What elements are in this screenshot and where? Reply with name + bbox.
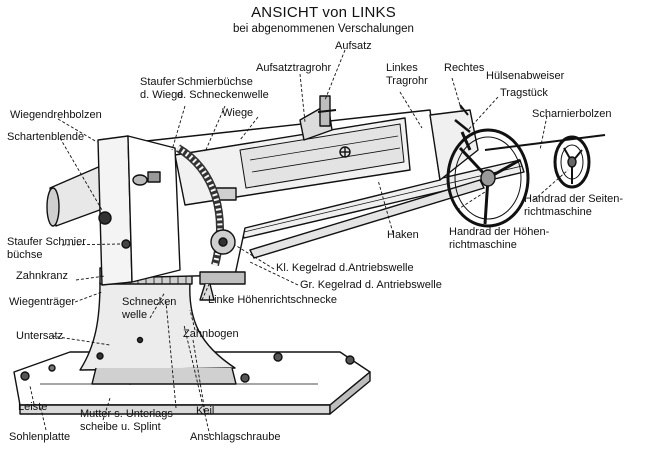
label-leiste: Leiste [18, 401, 48, 413]
diagram-subtitle: bei abgenommenen Verschalungen [233, 23, 414, 35]
label-scharnierbolzen: Scharnierbolzen [532, 108, 612, 120]
label-anschlagschraube: Anschlagschraube [190, 431, 281, 443]
label-gr-kegelrad: Gr. Kegelrad d. Antriebswelle [300, 279, 442, 291]
leader-lines [29, 49, 569, 437]
label-aufsatz: Aufsatz [335, 40, 372, 52]
label-schartenblende: Schartenblende [7, 131, 85, 143]
cradle [109, 109, 441, 279]
label-untersatz: Untersatz [16, 330, 64, 342]
shield-plate [97, 135, 181, 286]
label-linkes-tragrohr: Linkes Tragrohr [386, 62, 428, 87]
label-linke-hoehenrichtschnecke: Linke Höhenrichtschnecke [208, 294, 338, 306]
label-rechtes: Rechtes [444, 62, 485, 74]
elevating-arc [175, 144, 246, 301]
label-zahnkranz: Zahnkranz [16, 270, 68, 282]
label-keil: Keil [196, 405, 215, 417]
sight [299, 95, 337, 141]
elevation-handwheel [446, 128, 530, 228]
label-mutter: Mutter s. Unterlags scheibe u. Splint [80, 408, 173, 433]
rear-assembly [429, 104, 606, 181]
label-staufer-wiege: Staufer d. Wiege [140, 76, 184, 101]
label-haken: Haken [387, 229, 419, 241]
label-staufer-schmierbuechse: Staufer Schmier büchse [7, 236, 86, 261]
label-wiegentraeger: Wiegenträger [9, 296, 76, 308]
label-handrad-hoehen: Handrad der Höhen- richtmaschine [449, 226, 550, 251]
traverse-handwheel [553, 135, 591, 189]
label-handrad-seiten: Handrad der Seiten- richtmaschine [524, 193, 624, 218]
label-wiegendrehbolzen: Wiegendrehbolzen [10, 109, 102, 121]
label-sohlenplatte: Sohlenplatte [9, 431, 71, 443]
diagram-title: ANSICHT von LINKS [251, 4, 396, 21]
label-zahnbogen: Zahnbogen [183, 328, 239, 340]
label-huelsenabweiser: Hülsenabweiser [486, 70, 565, 82]
label-aufsatztragrohr: Aufsatztragrohr [256, 62, 332, 74]
label-schneckenwelle: Schnecken welle [122, 296, 177, 321]
label-schmierbuechse-schneckenwelle: Schmierbüchse d. Schneckenwelle [177, 76, 269, 101]
label-tragstueck: Tragstück [500, 87, 548, 99]
label-wiege: Wiege [222, 107, 254, 119]
label-kl-kegelrad: Kl. Kegelrad d.Antriebswelle [276, 262, 414, 274]
